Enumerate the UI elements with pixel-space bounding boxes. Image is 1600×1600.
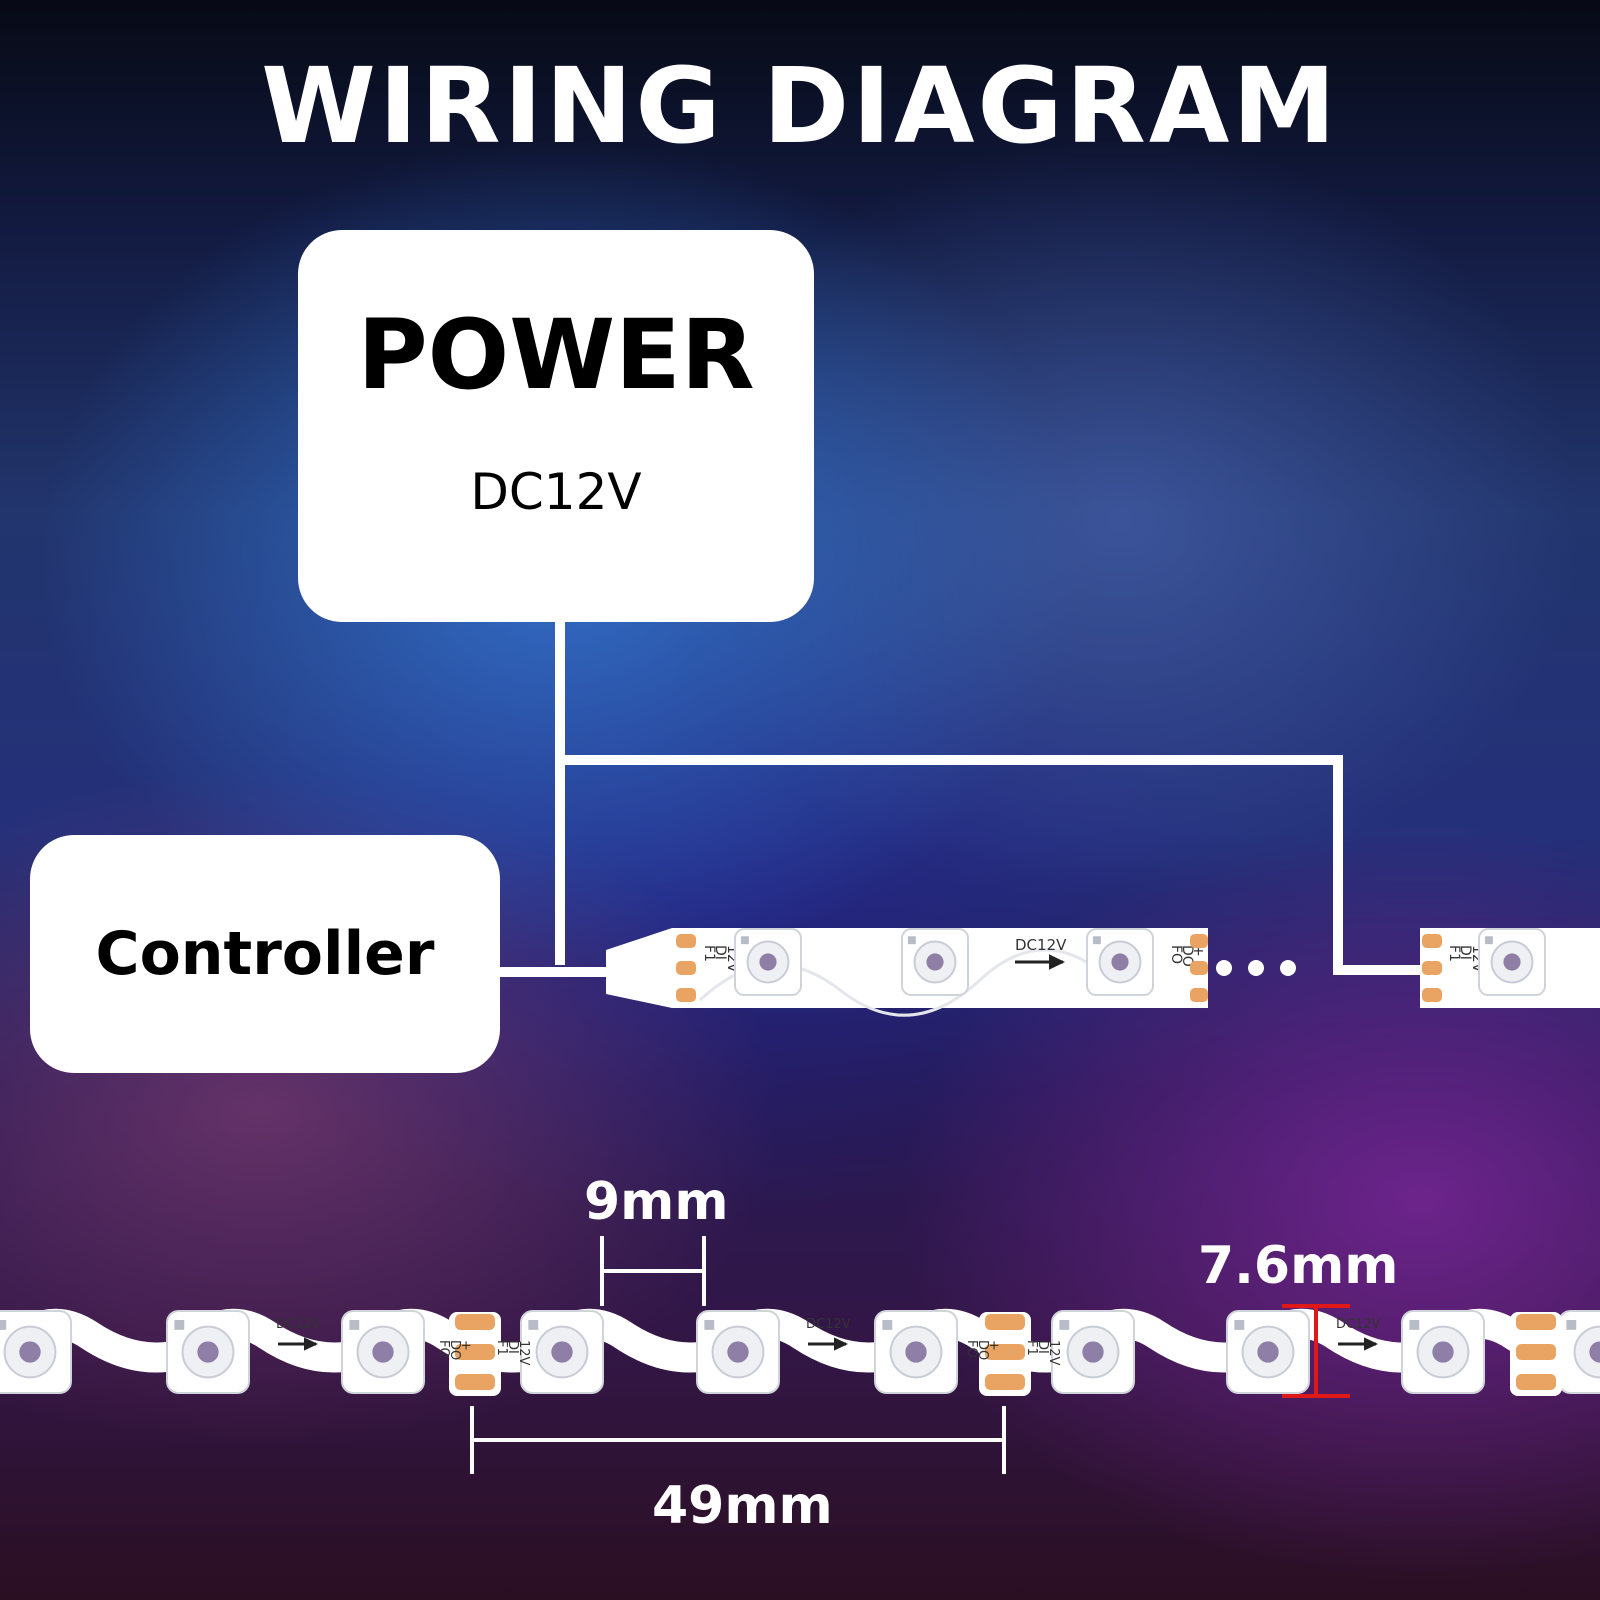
led-marker [1059,1320,1070,1330]
solder-pad [1190,961,1208,975]
arrow-head [1364,1337,1378,1351]
led-marker [1234,1320,1245,1330]
strip-print-text: F1 [1024,1340,1039,1356]
power-supply-box: POWER DC12V [298,230,814,622]
led-core [905,1341,927,1363]
led-core [727,1341,749,1363]
led-marker [174,1320,185,1330]
led-core [926,953,944,971]
solder-pad [676,934,696,948]
power-label: POWER [357,299,755,411]
led-marker [1566,1320,1577,1330]
led-core [1432,1341,1454,1363]
solder-pad [1422,961,1442,975]
led-marker [528,1320,539,1330]
led-marker [349,1320,360,1330]
power-voltage: DC12V [470,463,642,521]
strip-connector [606,928,672,1008]
led-marker [0,1320,7,1330]
solder-pad [1190,988,1208,1002]
strip-print-text: + [1190,945,1206,957]
led-core [1589,1341,1600,1363]
solder-pad [1422,934,1442,948]
arrow-head [1049,954,1065,970]
led-marker [882,1320,893,1330]
solder-pad [455,1374,495,1390]
led-core [551,1341,573,1363]
strip-print-text: FO [1168,945,1184,964]
solder-pad [985,1344,1025,1360]
strip-print-text: FO [436,1340,451,1358]
strip-print-text: DI [1035,1340,1050,1354]
strip-print-text: 12V [516,1340,531,1366]
led-marker [704,1320,715,1330]
strip-print-text: DO [975,1340,990,1360]
strip-print-text: DC12V [806,1317,851,1332]
led-spacing-label: 9mm [584,1172,729,1232]
strip-width-label: 7.6mm [1198,1236,1399,1296]
solder-pad [455,1344,495,1360]
strip-print-text: + [986,1340,1001,1351]
solder-pad [985,1314,1025,1330]
led-core [759,953,777,971]
strip-print-text: F1 [494,1340,509,1356]
continuation-dot [1216,960,1232,976]
led-core [197,1341,219,1363]
strip-wave-body [0,1308,1600,1373]
led-core [1082,1341,1104,1363]
strip-print-text: F1 [701,945,717,962]
arrow-head [304,1337,318,1351]
solder-pad [1516,1374,1556,1390]
strip-print-text: DI [505,1340,520,1354]
led-marker [1409,1320,1420,1330]
led-core [1257,1341,1279,1363]
led-marker [1484,936,1493,945]
controller-box: Controller [30,835,500,1073]
strip-print-text: DO [1179,945,1195,967]
solder-pad [1190,934,1208,948]
strip-print-text: + [458,1340,473,1351]
controller-label: Controller [95,919,435,989]
strip-print-text: 12V [1046,1340,1061,1366]
strip-print-text: DI [1457,945,1473,960]
led-marker [1092,936,1101,945]
continuation-dots: ... [1216,960,1296,976]
strip-print-text: F1 [1446,945,1462,962]
solder-pad [1422,988,1442,1002]
strip-print-text: DC12V [1336,1317,1381,1332]
solder-pad [455,1314,495,1330]
led-core [1111,953,1129,971]
strip-print-text: DO [447,1340,462,1360]
cut-length-label: 49mm [652,1476,833,1536]
page-title: WIRING DIAGRAM [261,45,1339,167]
led-core [372,1341,394,1363]
wiring-lines [500,622,1420,1008]
solder-pad [1516,1314,1556,1330]
dimension-lines [470,1236,1350,1474]
solder-pad [676,961,696,975]
strip-print-text: FO [964,1340,979,1358]
led-marker [907,936,916,945]
arrow-head [834,1337,848,1351]
solder-pad [676,988,696,1002]
strip-print-text: DI [712,945,728,960]
solder-pad [1516,1344,1556,1360]
led-core [19,1341,41,1363]
continuation-dot [1280,960,1296,976]
led-core [1503,953,1521,971]
strip-print-text: DC12V [1015,936,1067,954]
solder-pad [985,1374,1025,1390]
continuation-dot [1248,960,1264,976]
led-marker [740,936,749,945]
strip-print-text: DC12V [276,1317,321,1332]
